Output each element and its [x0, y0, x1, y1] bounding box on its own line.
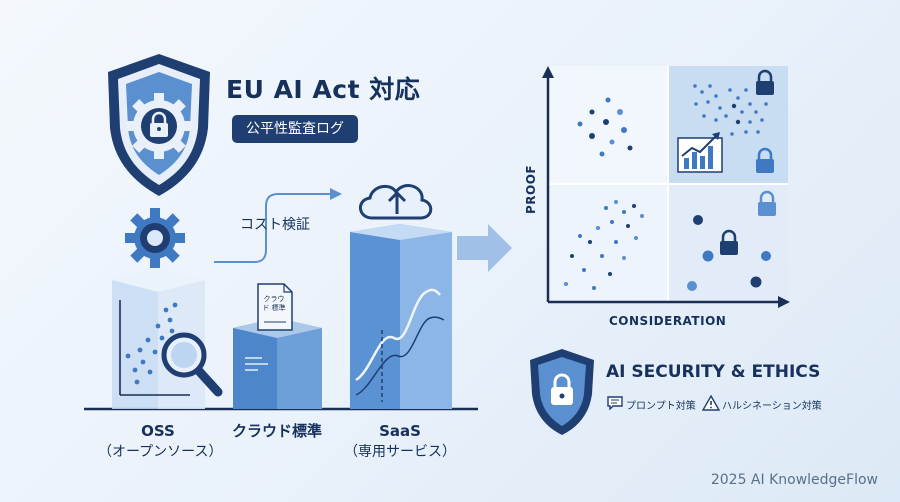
cloud-standard-column — [233, 318, 322, 409]
lock-icon-bottom-center — [720, 229, 738, 255]
lock-icon-mid — [756, 147, 774, 173]
warning-icon — [702, 395, 720, 411]
shield-gear-lock-icon — [108, 54, 210, 196]
pipeline-graphic — [84, 184, 512, 411]
document-label: クラウド 標準 — [262, 295, 286, 312]
dots-top-right — [693, 84, 768, 136]
chat-icon — [607, 396, 623, 410]
stage-saas-name: SaaS — [379, 422, 421, 440]
dots-bottom-left — [564, 200, 644, 290]
cloud-upload-icon — [359, 184, 433, 220]
y-axis-label: PROOF — [524, 164, 538, 214]
saas-column — [350, 224, 452, 409]
footer-credit: 2025 AI KnowledgeFlow — [710, 472, 878, 488]
oss-dots — [125, 302, 178, 385]
security-title: AI SECURITY & ETHICS — [606, 362, 821, 382]
big-arrow-icon — [457, 224, 512, 272]
subtitle-badge: 公平性監査ログ — [232, 115, 358, 143]
bar-chart-icon — [677, 132, 723, 173]
dots-top-left — [577, 97, 633, 157]
lock-icon-top — [756, 69, 774, 95]
stage-oss-name: OSS — [141, 422, 175, 440]
hallucination-countermeasure-label: ハルシネーション対策 — [722, 401, 822, 412]
dots-bottom-right — [687, 215, 771, 291]
stage-oss-sub: （オープンソース） — [98, 444, 223, 460]
gear-icon — [125, 208, 185, 268]
lock-icon-bottom-right — [758, 190, 776, 216]
proof-consideration-matrix — [542, 66, 790, 308]
prompt-countermeasure-label: プロンプト対策 — [626, 401, 696, 412]
magnifier-icon — [161, 332, 223, 397]
x-axis-label: CONSIDERATION — [609, 314, 727, 328]
stage-saas: SaaS （専用サービス） — [340, 421, 460, 462]
security-shield-lock-icon — [530, 349, 594, 435]
quadrant-top-left — [548, 66, 668, 184]
stage-saas-sub: （専用サービス） — [344, 444, 456, 460]
page-title: EU AI Act 対応 — [226, 75, 421, 104]
quadrant-bottom-left — [548, 184, 668, 302]
document-icon — [257, 283, 293, 331]
stage-oss: OSS （オープンソース） — [98, 421, 222, 462]
cost-verification-label: コスト検証 — [240, 217, 310, 233]
cost-flow-arrow — [214, 193, 332, 263]
stage-cloud: クラウド標準 — [222, 421, 332, 442]
stage-cloud-name: クラウド標準 — [231, 422, 322, 440]
